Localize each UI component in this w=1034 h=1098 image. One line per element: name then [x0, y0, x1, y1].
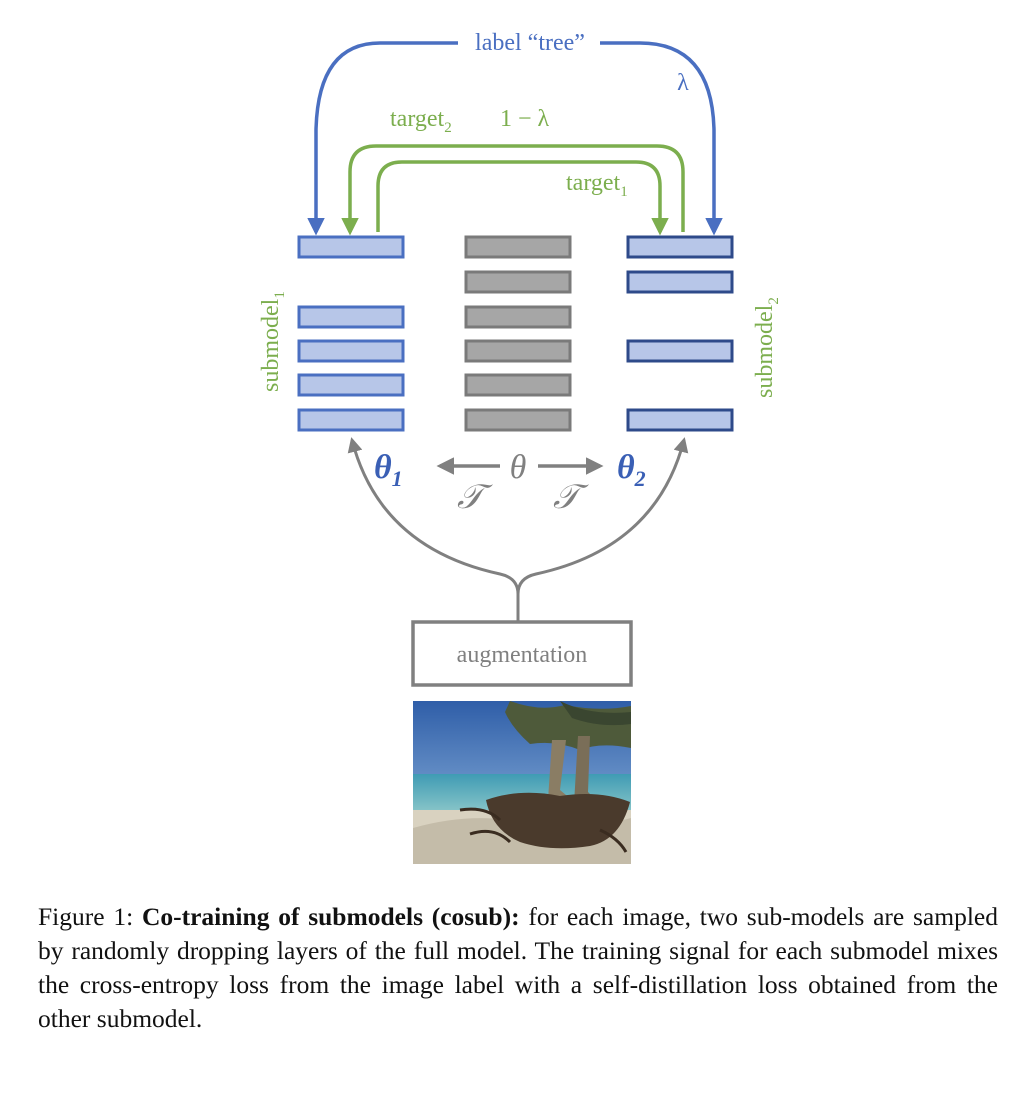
theta-label: θ: [510, 449, 527, 486]
augmentation-arrows: [347, 437, 689, 622]
full-model-layer: [464, 339, 572, 363]
full-model-layer: [464, 408, 572, 432]
submodel1-layers: [297, 235, 405, 432]
caption-bold: Co-training of submodels (cosub):: [141, 902, 520, 931]
theta1-label: θ1: [374, 449, 403, 491]
submodel1-layer: [297, 235, 405, 259]
augmentation-label: augmentation: [457, 642, 588, 668]
full-model-layer: [464, 373, 572, 397]
target1-label: target1: [566, 170, 628, 200]
submodel1-layer: [297, 373, 405, 397]
full-model-layer: [464, 235, 572, 259]
submodel2-layer: [626, 270, 734, 294]
beach-tree-photo: [413, 701, 631, 864]
submodel2-layer: [626, 339, 734, 363]
transform-left-label: 𝒯: [457, 479, 493, 516]
submodel1-layer: [297, 305, 405, 329]
label-arrow: [307, 41, 723, 236]
submodel2-layer: [626, 408, 734, 432]
lambda-label: λ: [677, 70, 689, 96]
submodel1-layer: [297, 408, 405, 432]
one-minus-lambda-label: 1 − λ: [500, 106, 550, 132]
submodel1-label: submodel1: [258, 291, 288, 392]
submodel2-layer: [626, 235, 734, 259]
augmentation-box: [411, 620, 633, 687]
target1-arrow: [376, 160, 669, 236]
target2-arrow: [341, 144, 685, 236]
submodel1-layer: [297, 339, 405, 363]
theta2-label: θ2: [617, 449, 646, 491]
caption-text: for each image, two sub-models are sampl…: [38, 902, 998, 1033]
submodel2-layers: [626, 235, 734, 432]
submodel2-label: submodel2: [752, 297, 782, 398]
figure-caption: Figure 1: Co-training of submodels (cosu…: [38, 900, 998, 1036]
target2-label: target2: [390, 106, 452, 136]
full-model-layers: [464, 235, 572, 432]
full-model-layer: [464, 305, 572, 329]
cosub-diagram: label “tree” λ target2 1 − λ target1 sub…: [258, 30, 782, 864]
transform-right-label: 𝒯: [553, 479, 589, 516]
label-tree-text: label “tree”: [475, 30, 585, 56]
caption-prefix: Figure 1:: [38, 902, 142, 931]
full-model-layer: [464, 270, 572, 294]
